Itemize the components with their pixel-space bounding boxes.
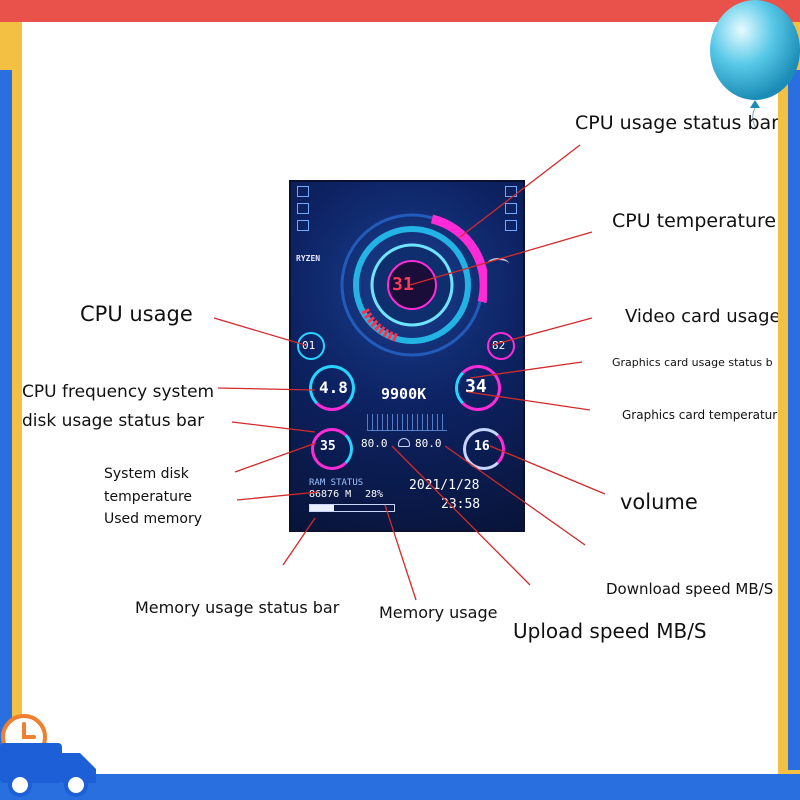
- activity-graphs: [367, 414, 447, 431]
- ram-status-label: RAM STATUS: [309, 478, 364, 488]
- callout-volume: volume: [620, 490, 698, 514]
- right-side-icons: [505, 186, 517, 237]
- frame-right-blue: [788, 70, 800, 770]
- callout-memory-usage-status-bar: Memory usage status bar: [135, 598, 340, 617]
- callout-cpu-usage: CPU usage: [80, 302, 193, 326]
- frame-bottom: [0, 774, 800, 800]
- cpu-usage-gauge: [297, 332, 325, 360]
- callout-memory-usage: Memory usage: [379, 603, 498, 622]
- monitor-screen: RYZEN 31 01 82 4.8 34 9900K 35 16 80.0 8…: [289, 180, 525, 532]
- side-icon: [505, 203, 517, 214]
- upload-speed-value: 80.0: [361, 437, 388, 450]
- callout-used-memory: Used memory: [104, 511, 202, 527]
- callout-disk-usage-status-bar: disk usage status bar: [22, 411, 205, 431]
- side-icon: [297, 220, 309, 231]
- callout-system-disk: System disk: [104, 466, 189, 482]
- gpu-temperature-value: 34: [465, 376, 487, 397]
- callout-temperature: temperature: [104, 489, 192, 505]
- truck-icon: [0, 743, 96, 797]
- gpu-usage-value: 82: [492, 339, 506, 352]
- balloon-icon: [710, 0, 800, 129]
- callout-cpu-temperature: CPU temperature: [612, 210, 777, 232]
- callout-upload-speed: Upload speed MB/S: [513, 619, 707, 643]
- cpu-temperature-value: 31: [392, 274, 414, 295]
- cpu-model: 9900K: [381, 385, 427, 403]
- side-icon: [297, 186, 309, 197]
- callout-cpu-usage-status-bar: CPU usage status bar: [575, 112, 778, 134]
- time-value: 23:58: [441, 497, 481, 512]
- side-icon: [297, 203, 309, 214]
- date-value: 2021/1/28: [409, 478, 480, 493]
- memory-usage-fill: [310, 505, 334, 511]
- volume-value: 16: [474, 439, 490, 454]
- callout-download-speed: Download speed MB/S: [606, 580, 774, 598]
- download-speed-value: 80.0: [415, 437, 442, 450]
- ram-percent-value: 28%: [365, 489, 384, 500]
- frame-left-blue: [0, 70, 12, 770]
- callout-graphics-card-temperature: Graphics card temperatur: [622, 408, 778, 422]
- ram-used-value: 86876 M: [309, 489, 352, 500]
- cpu-frequency-value: 4.8: [319, 378, 348, 397]
- callout-video-card-usage: Video card usage: [625, 306, 778, 327]
- rog-logo-icon: [487, 258, 509, 270]
- brand-logo: RYZEN: [296, 254, 321, 263]
- callout-cpu-frequency-system: CPU frequency system: [22, 382, 215, 402]
- cloud-icon: [398, 438, 410, 447]
- memory-usage-status-bar: [309, 504, 395, 512]
- cpu-usage-value: 01: [302, 339, 316, 352]
- side-icon: [505, 220, 517, 231]
- left-side-icons: [297, 186, 309, 237]
- callout-graphics-card-usage-status: Graphics card usage status b: [612, 356, 773, 369]
- disk-temperature-value: 35: [320, 439, 336, 454]
- side-icon: [505, 186, 517, 197]
- frame-top: [0, 0, 800, 22]
